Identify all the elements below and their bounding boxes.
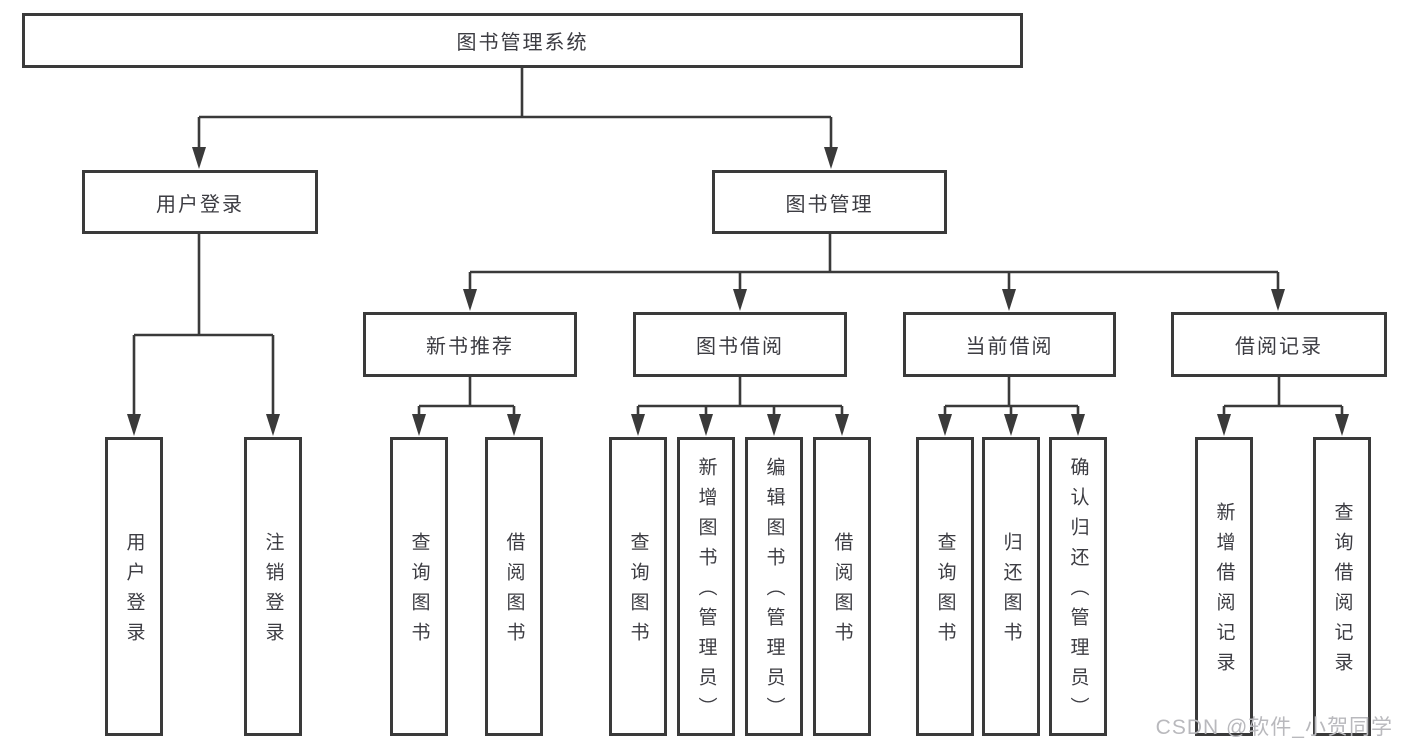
- leaf-recommend-borrow-book: 借阅图书: [485, 437, 543, 736]
- node-book-management: 图书管理: [712, 170, 947, 234]
- leaf-borrow-borrow-book: 借阅图书: [813, 437, 871, 736]
- csdn-watermark: CSDN @软件_小贺同学: [1155, 716, 1393, 739]
- leaf-records-add-borrow-record: 新增借阅记录: [1195, 437, 1253, 736]
- leaf-current-query-book: 查询图书: [916, 437, 974, 736]
- node-borrow-records: 借阅记录: [1171, 312, 1387, 377]
- leaf-logout: 注销登录: [244, 437, 302, 736]
- leaf-current-confirm-return-admin: 确认归还（管理员）: [1049, 437, 1107, 736]
- leaf-borrow-query-book: 查询图书: [609, 437, 667, 736]
- node-user-login: 用户登录: [82, 170, 318, 234]
- node-root-library-system: 图书管理系统: [22, 13, 1023, 68]
- leaf-records-query-borrow-record: 查询借阅记录: [1313, 437, 1371, 736]
- leaf-borrow-edit-book-admin: 编辑图书（管理员）: [745, 437, 803, 736]
- leaf-user-login: 用户登录: [105, 437, 163, 736]
- node-book-borrow: 图书借阅: [633, 312, 847, 377]
- leaf-borrow-add-book-admin: 新增图书（管理员）: [677, 437, 735, 736]
- leaf-current-return-book: 归还图书: [982, 437, 1040, 736]
- leaf-recommend-query-book: 查询图书: [390, 437, 448, 736]
- node-new-book-recommend: 新书推荐: [363, 312, 577, 377]
- node-current-borrow: 当前借阅: [903, 312, 1116, 377]
